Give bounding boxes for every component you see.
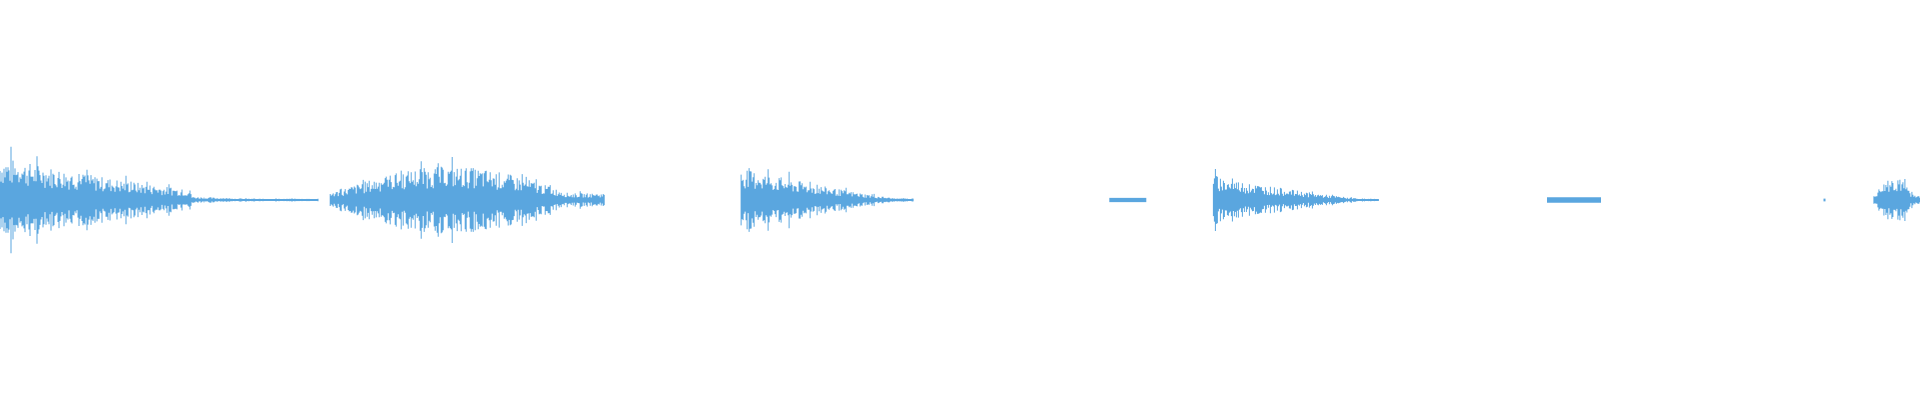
waveform-peak-lines xyxy=(1547,197,1601,203)
waveform-segment xyxy=(0,146,319,254)
waveform-peak-lines xyxy=(0,146,319,254)
waveform-peak-lines xyxy=(1212,169,1379,231)
waveform-segment xyxy=(1823,198,1826,202)
waveform-segment xyxy=(329,157,605,243)
waveform-peaks xyxy=(0,146,1920,254)
waveform-peak-lines xyxy=(740,168,914,232)
waveform-peak-lines xyxy=(329,157,605,243)
waveform-segment xyxy=(1212,169,1379,231)
waveform-peak-lines xyxy=(1109,197,1147,203)
waveform-segment xyxy=(1873,179,1920,221)
waveform-segment xyxy=(1109,197,1147,203)
waveform-segment xyxy=(1547,197,1601,203)
waveform-peak-lines xyxy=(1873,179,1920,221)
waveform-segment xyxy=(740,168,914,232)
waveform-peak-lines xyxy=(1823,198,1826,202)
